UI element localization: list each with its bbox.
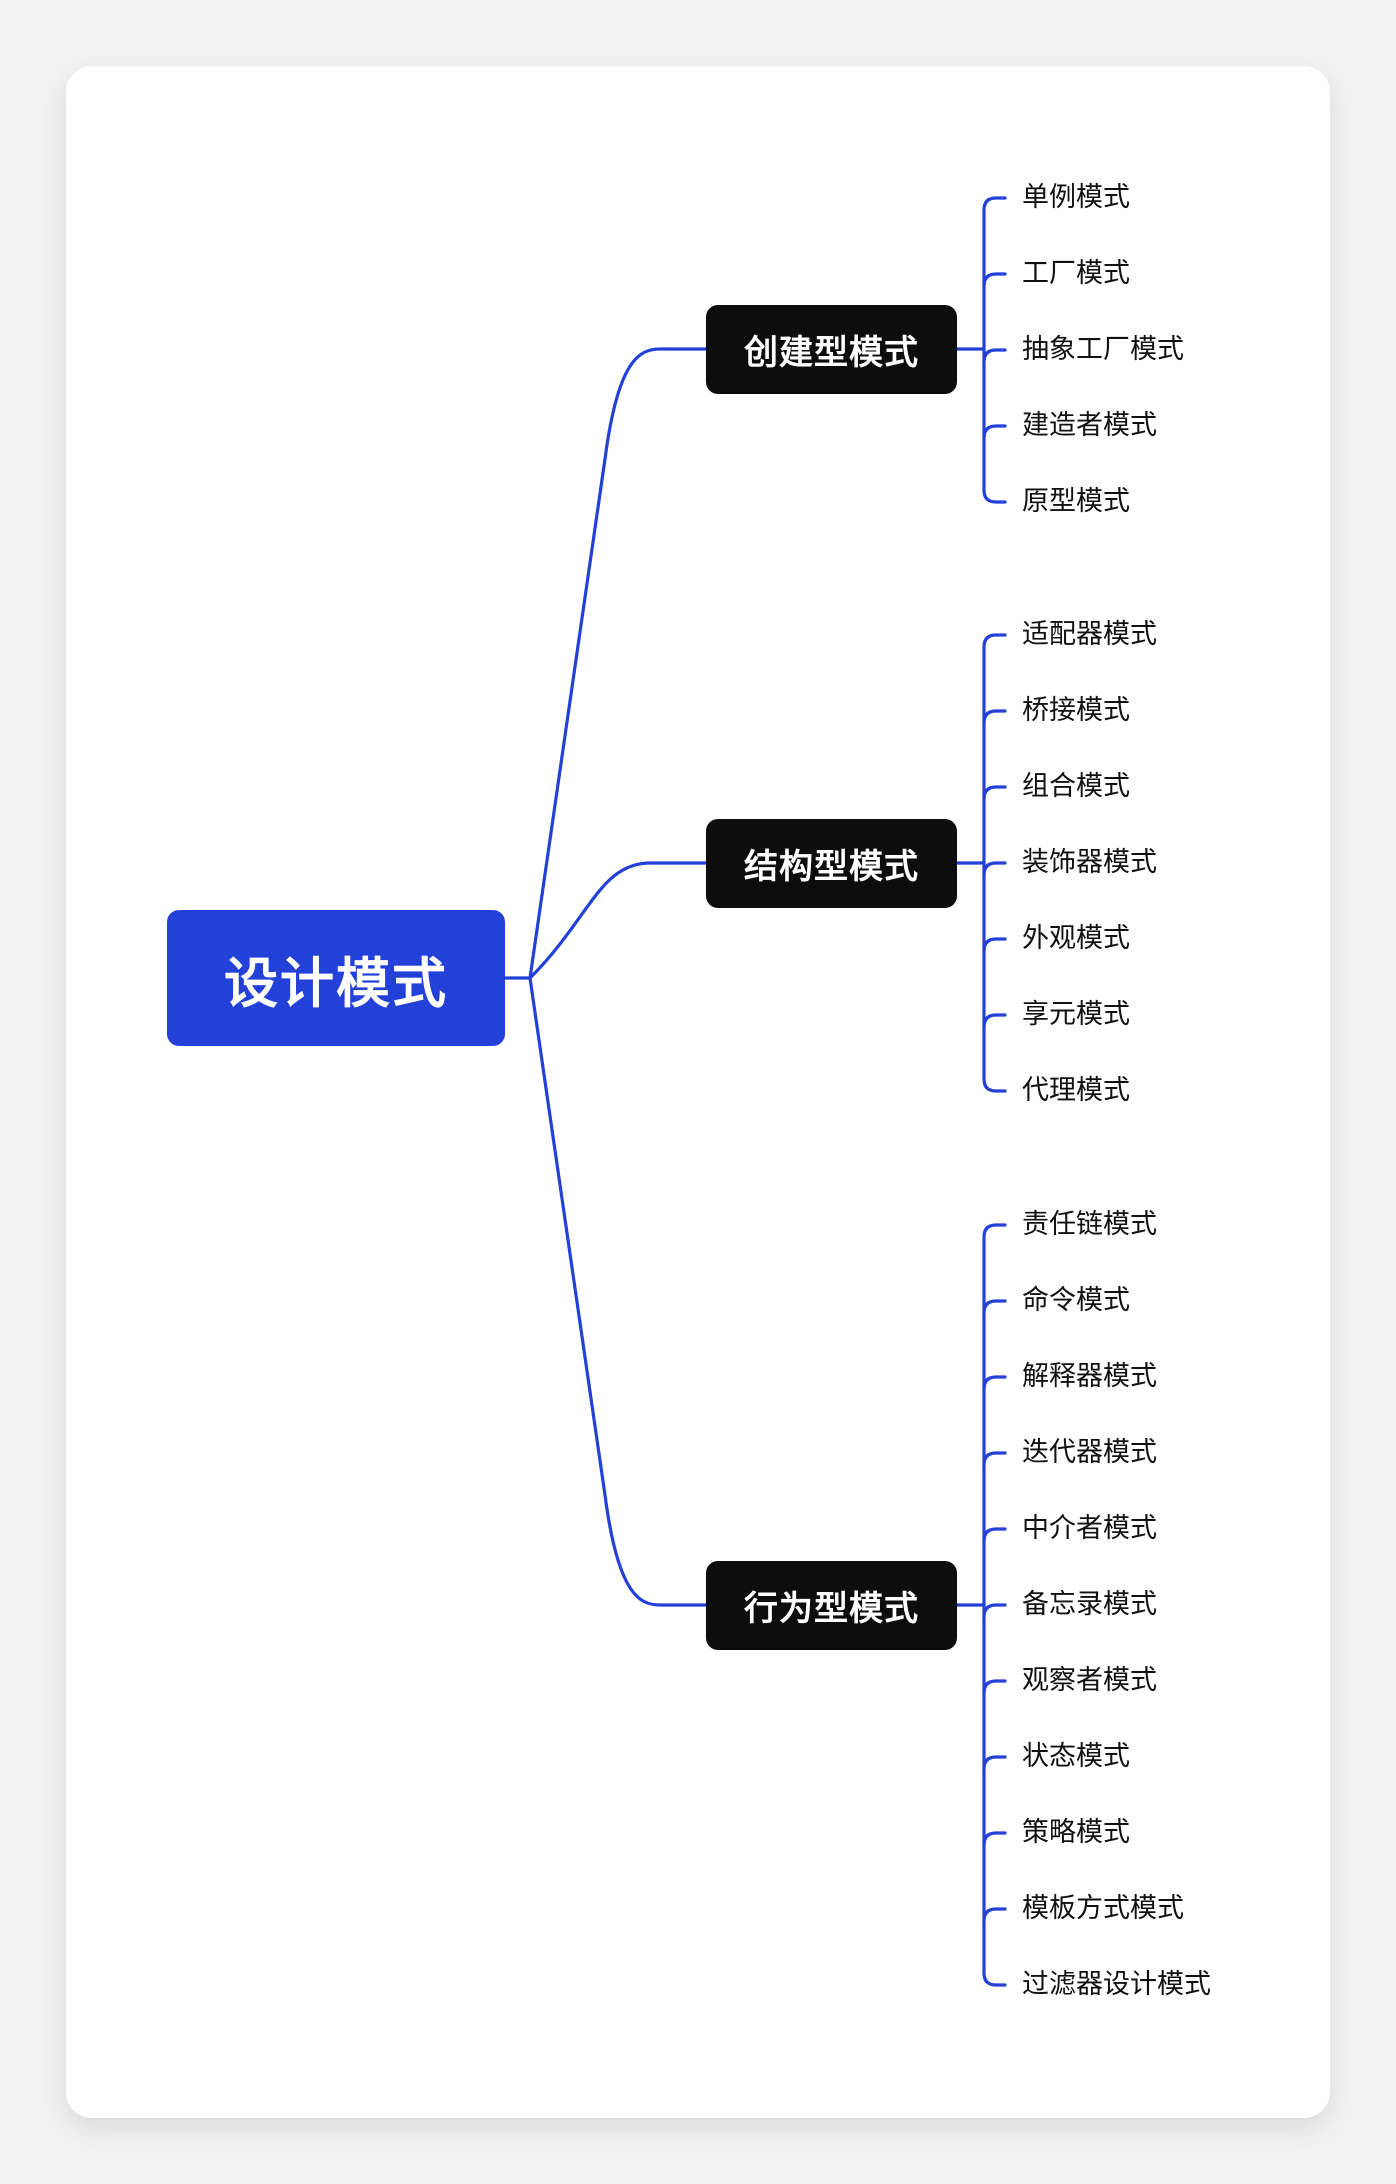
leaf-node[interactable]: 组合模式	[1022, 771, 1130, 802]
leaf-node[interactable]: 工厂模式	[1022, 258, 1130, 289]
leaf-node[interactable]: 装饰器模式	[1022, 847, 1157, 878]
leaf-node[interactable]: 建造者模式	[1022, 410, 1157, 441]
leaf-node[interactable]: 观察者模式	[1022, 1665, 1157, 1696]
branch-node-behavioral[interactable]: 行为型模式	[706, 1561, 957, 1650]
leaf-node[interactable]: 状态模式	[1022, 1741, 1130, 1772]
leaf-node[interactable]: 桥接模式	[1022, 695, 1130, 726]
leaf-node[interactable]: 享元模式	[1022, 999, 1130, 1030]
mindmap-card	[66, 66, 1330, 2118]
leaf-node[interactable]: 策略模式	[1022, 1817, 1130, 1848]
leaf-node[interactable]: 迭代器模式	[1022, 1437, 1157, 1468]
leaf-node[interactable]: 原型模式	[1022, 486, 1130, 517]
leaf-node[interactable]: 责任链模式	[1022, 1209, 1157, 1240]
root-node[interactable]: 设计模式	[167, 910, 505, 1046]
leaf-node[interactable]: 外观模式	[1022, 923, 1130, 954]
branch-node-structural[interactable]: 结构型模式	[706, 819, 957, 908]
leaf-node[interactable]: 代理模式	[1022, 1075, 1130, 1106]
leaf-node[interactable]: 备忘录模式	[1022, 1589, 1157, 1620]
leaf-node[interactable]: 适配器模式	[1022, 619, 1157, 650]
leaf-node[interactable]: 模板方式模式	[1022, 1893, 1184, 1924]
leaf-node[interactable]: 解释器模式	[1022, 1361, 1157, 1392]
leaf-node[interactable]: 抽象工厂模式	[1022, 334, 1184, 365]
branch-node-creational[interactable]: 创建型模式	[706, 305, 957, 394]
leaf-node[interactable]: 单例模式	[1022, 182, 1130, 213]
leaf-node[interactable]: 中介者模式	[1022, 1513, 1157, 1544]
leaf-node[interactable]: 过滤器设计模式	[1022, 1969, 1211, 2000]
leaf-node[interactable]: 命令模式	[1022, 1285, 1130, 1316]
